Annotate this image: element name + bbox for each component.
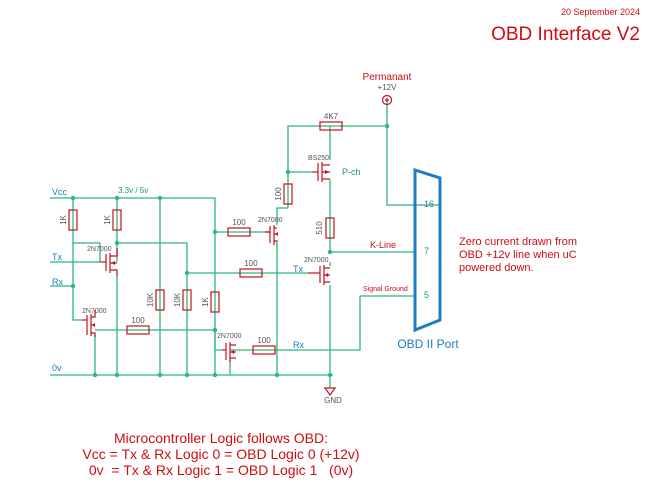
transistors	[82, 162, 330, 362]
transistor-2n7000-b	[82, 310, 96, 337]
junctions	[70, 123, 390, 378]
transistor-2n7000-a	[100, 248, 118, 276]
ground-rail-label: 0v	[52, 363, 62, 373]
ground-symbol-icon	[323, 387, 337, 397]
resistor-1k-b	[112, 209, 122, 231]
vcc-label: Vcc	[52, 187, 68, 197]
resistor-1k-c	[210, 291, 220, 313]
date-label: 20 September 2024	[561, 7, 640, 17]
rx-line-label: Rx	[293, 340, 304, 350]
r1k-b-label: 1K	[103, 214, 112, 224]
r1k-c-label: 1K	[201, 296, 210, 306]
page-title: OBD Interface V2	[491, 24, 640, 45]
r10k-a-label: 10K	[146, 292, 155, 307]
permanent-voltage: +12V	[378, 83, 398, 92]
pin-16-label: 16	[424, 199, 434, 209]
rx-input-wire	[50, 285, 82, 321]
note-line-3: powered down.	[459, 262, 534, 274]
resistor-100-vertical	[283, 183, 293, 205]
q2n7000-a-label: 2N7000	[87, 246, 112, 253]
footer-line-2: Vcc = Tx & Rx Logic 0 = OBD Logic 0 (+12…	[82, 446, 359, 462]
q2n7000-d-label: 2N7000	[304, 257, 329, 264]
gnd-label: GND	[324, 396, 342, 405]
note-line-1: Zero current drawn from	[459, 236, 577, 248]
kline-label: K-Line	[370, 240, 396, 250]
resistor-10k-a	[155, 289, 165, 311]
q2n7000-b-label: 2N7000	[82, 308, 107, 315]
vcc-rail	[50, 197, 216, 232]
r1k-a-label: 1K	[59, 214, 68, 224]
r100-vertical-label: 100	[274, 187, 283, 201]
resistors	[68, 121, 343, 355]
permanent-label: Permanant	[363, 72, 412, 83]
note-line-2: OBD +12v line when uC	[459, 249, 577, 261]
transistor-2n7000-e	[222, 342, 236, 362]
r510-label: 510	[315, 221, 324, 235]
transistor-bs250	[312, 162, 330, 182]
wires	[50, 100, 415, 388]
connector-name: OBD II Port	[397, 337, 459, 351]
resistor-100-b	[239, 268, 263, 278]
resistor-4k7	[319, 121, 343, 131]
transistor-2n7000-c	[265, 225, 278, 245]
transistor-2n7000-d	[308, 265, 330, 285]
resistor-100-c	[126, 325, 150, 335]
resistor-510	[325, 217, 335, 239]
resistor-100-a	[227, 227, 251, 237]
pin-5-label: 5	[424, 290, 429, 300]
obd-connector	[413, 167, 442, 333]
plus12v-terminal-icon	[381, 94, 393, 106]
resistor-1k-a	[68, 209, 78, 231]
r100-c-label: 100	[131, 316, 145, 325]
resistor-100-d	[252, 345, 276, 355]
signal-ground-label: Signal Ground	[363, 286, 408, 293]
r10k-b-label: 10K	[173, 292, 182, 307]
q2n7000-c-label: 2N7000	[258, 217, 283, 224]
rx-input-label: Rx	[52, 277, 63, 287]
resistor-10k-b	[182, 289, 192, 311]
tx-input-label: Tx	[52, 252, 62, 262]
pin-7-label: 7	[424, 246, 429, 256]
bs250-label: BS250	[308, 155, 329, 162]
tx-line-label: Tx	[293, 264, 303, 274]
pch-label: P-ch	[342, 167, 361, 177]
r1k-a-wire	[72, 198, 101, 262]
r100-d-label: 100	[257, 336, 271, 345]
footer-line-1: Microcontroller Logic follows OBD:	[114, 430, 328, 446]
footer-line-3: 0v = Tx & Rx Logic 1 = OBD Logic 1 (0v)	[89, 462, 353, 478]
q2n7000-e-label: 2N7000	[217, 333, 242, 340]
r100-b-label: 100	[244, 259, 258, 268]
r4k7-label: 4K7	[324, 112, 339, 121]
logic-voltage-label: 3.3v / 5v	[118, 186, 148, 195]
r100-a-label: 100	[232, 218, 246, 227]
